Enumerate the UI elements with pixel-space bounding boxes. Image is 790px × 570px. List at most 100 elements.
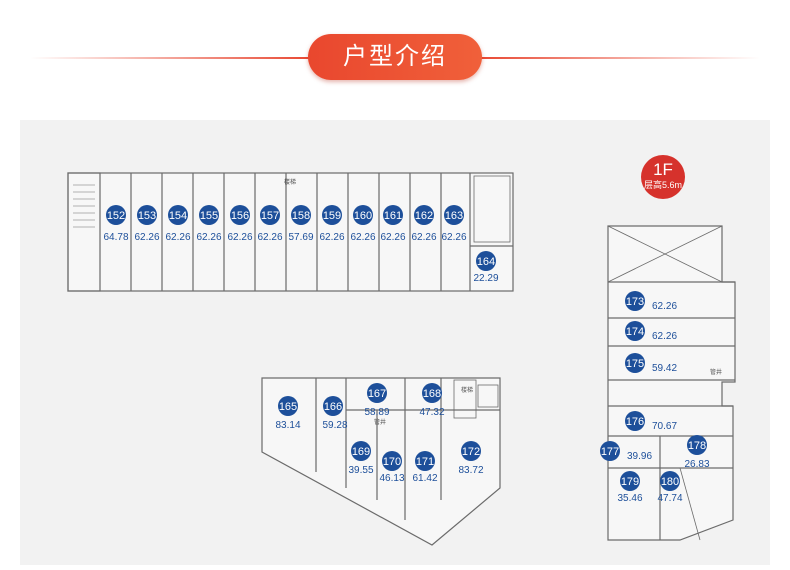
unit-badge xyxy=(106,205,126,225)
stairwell-a xyxy=(67,172,101,292)
unit-number: 172 xyxy=(462,446,480,458)
unit-number: 162 xyxy=(415,210,433,222)
unit-area: 62.26 xyxy=(350,232,375,243)
unit-badge xyxy=(600,441,620,461)
unit-area: 62.26 xyxy=(380,232,405,243)
unit-area: 62.26 xyxy=(227,232,252,243)
pipe-note-b: 管井 xyxy=(374,418,386,426)
unit-area: 61.42 xyxy=(412,473,437,484)
unit-badge xyxy=(260,205,280,225)
unit-number: 173 xyxy=(626,296,644,308)
unit-area: 26.83 xyxy=(684,459,709,470)
unit-number: 164 xyxy=(477,256,495,268)
unit-area: 59.42 xyxy=(652,363,677,374)
unit-badge xyxy=(461,441,481,461)
unit-170: 170 46.13 xyxy=(379,451,405,484)
unit-number: 152 xyxy=(107,210,125,222)
unit-number: 163 xyxy=(445,210,463,222)
unit-number: 180 xyxy=(661,476,679,488)
unit-badge xyxy=(383,205,403,225)
unit-area: 83.14 xyxy=(275,420,300,431)
unit-area: 62.26 xyxy=(652,301,677,312)
unit-number: 166 xyxy=(324,401,342,413)
restroom-b xyxy=(453,379,477,419)
unit-number: 179 xyxy=(621,476,639,488)
building-a-outline xyxy=(67,172,514,292)
unit-179: 179 35.46 xyxy=(617,471,643,504)
unit-badge xyxy=(660,471,680,491)
unit-badge xyxy=(278,396,298,416)
floor-height: 层高5.6m xyxy=(643,180,682,190)
unit-area: 62.26 xyxy=(319,232,344,243)
unit-number: 171 xyxy=(416,456,434,468)
unit-badge xyxy=(625,353,645,373)
units-layer: 15264.7815362.2615462.2615562.2615662.26… xyxy=(103,205,710,504)
unit-badge xyxy=(199,205,219,225)
unit-area: 62.26 xyxy=(652,331,677,342)
unit-number: 176 xyxy=(626,416,644,428)
unit-number: 159 xyxy=(323,210,341,222)
unit-area: 46.13 xyxy=(379,473,404,484)
unit-area: 62.26 xyxy=(257,232,282,243)
unit-badge xyxy=(367,383,387,403)
unit-156: 156 62.26 xyxy=(227,205,253,243)
unit-badge xyxy=(291,205,311,225)
unit-badge xyxy=(422,383,442,403)
unit-number: 154 xyxy=(169,210,187,222)
unit-number: 177 xyxy=(601,446,619,458)
unit-badge xyxy=(476,251,496,271)
unit-number: 153 xyxy=(138,210,156,222)
unit-number: 178 xyxy=(688,440,706,452)
unit-badge xyxy=(620,471,640,491)
unit-area: 57.69 xyxy=(288,232,313,243)
unit-172: 172 83.72 xyxy=(458,441,484,476)
unit-160: 160 62.26 xyxy=(350,205,376,243)
floor-badge: 1F 层高5.6m xyxy=(641,155,685,199)
unit-165: 165 83.14 xyxy=(275,396,301,431)
pipe-note-c: 管井 xyxy=(710,368,722,376)
unit-171: 171 61.42 xyxy=(412,451,438,484)
unit-number: 167 xyxy=(368,388,386,400)
unit-173: 173 62.26 xyxy=(625,291,677,312)
unit-badge xyxy=(625,411,645,431)
unit-badge xyxy=(168,205,188,225)
building-b-outline xyxy=(261,377,501,546)
page-title: 户型介绍 xyxy=(308,34,482,80)
restroom-a xyxy=(473,175,511,243)
unit-area: 62.26 xyxy=(165,232,190,243)
unit-badge xyxy=(322,205,342,225)
unit-badge xyxy=(625,291,645,311)
unit-number: 156 xyxy=(231,210,249,222)
unit-area: 62.26 xyxy=(441,232,466,243)
unit-area: 62.26 xyxy=(134,232,159,243)
unit-number: 175 xyxy=(626,358,644,370)
unit-number: 170 xyxy=(383,456,401,468)
unit-164: 164 22.29 xyxy=(473,251,499,284)
stairwell-b xyxy=(477,384,499,408)
unit-178: 178 26.83 xyxy=(684,435,710,470)
unit-number: 160 xyxy=(354,210,372,222)
unit-number: 165 xyxy=(279,401,297,413)
unit-area: 70.67 xyxy=(652,421,677,432)
unit-number: 174 xyxy=(626,326,644,338)
unit-area: 35.46 xyxy=(617,493,642,504)
unit-badge xyxy=(323,396,343,416)
floor-label: 1F xyxy=(653,160,673,179)
unit-area: 83.72 xyxy=(458,465,483,476)
unit-badge xyxy=(444,205,464,225)
unit-number: 155 xyxy=(200,210,218,222)
unit-number: 157 xyxy=(261,210,279,222)
unit-badge xyxy=(415,451,435,471)
unit-area: 22.29 xyxy=(473,273,498,284)
unit-157: 157 62.26 xyxy=(257,205,283,243)
unit-area: 39.55 xyxy=(348,465,373,476)
